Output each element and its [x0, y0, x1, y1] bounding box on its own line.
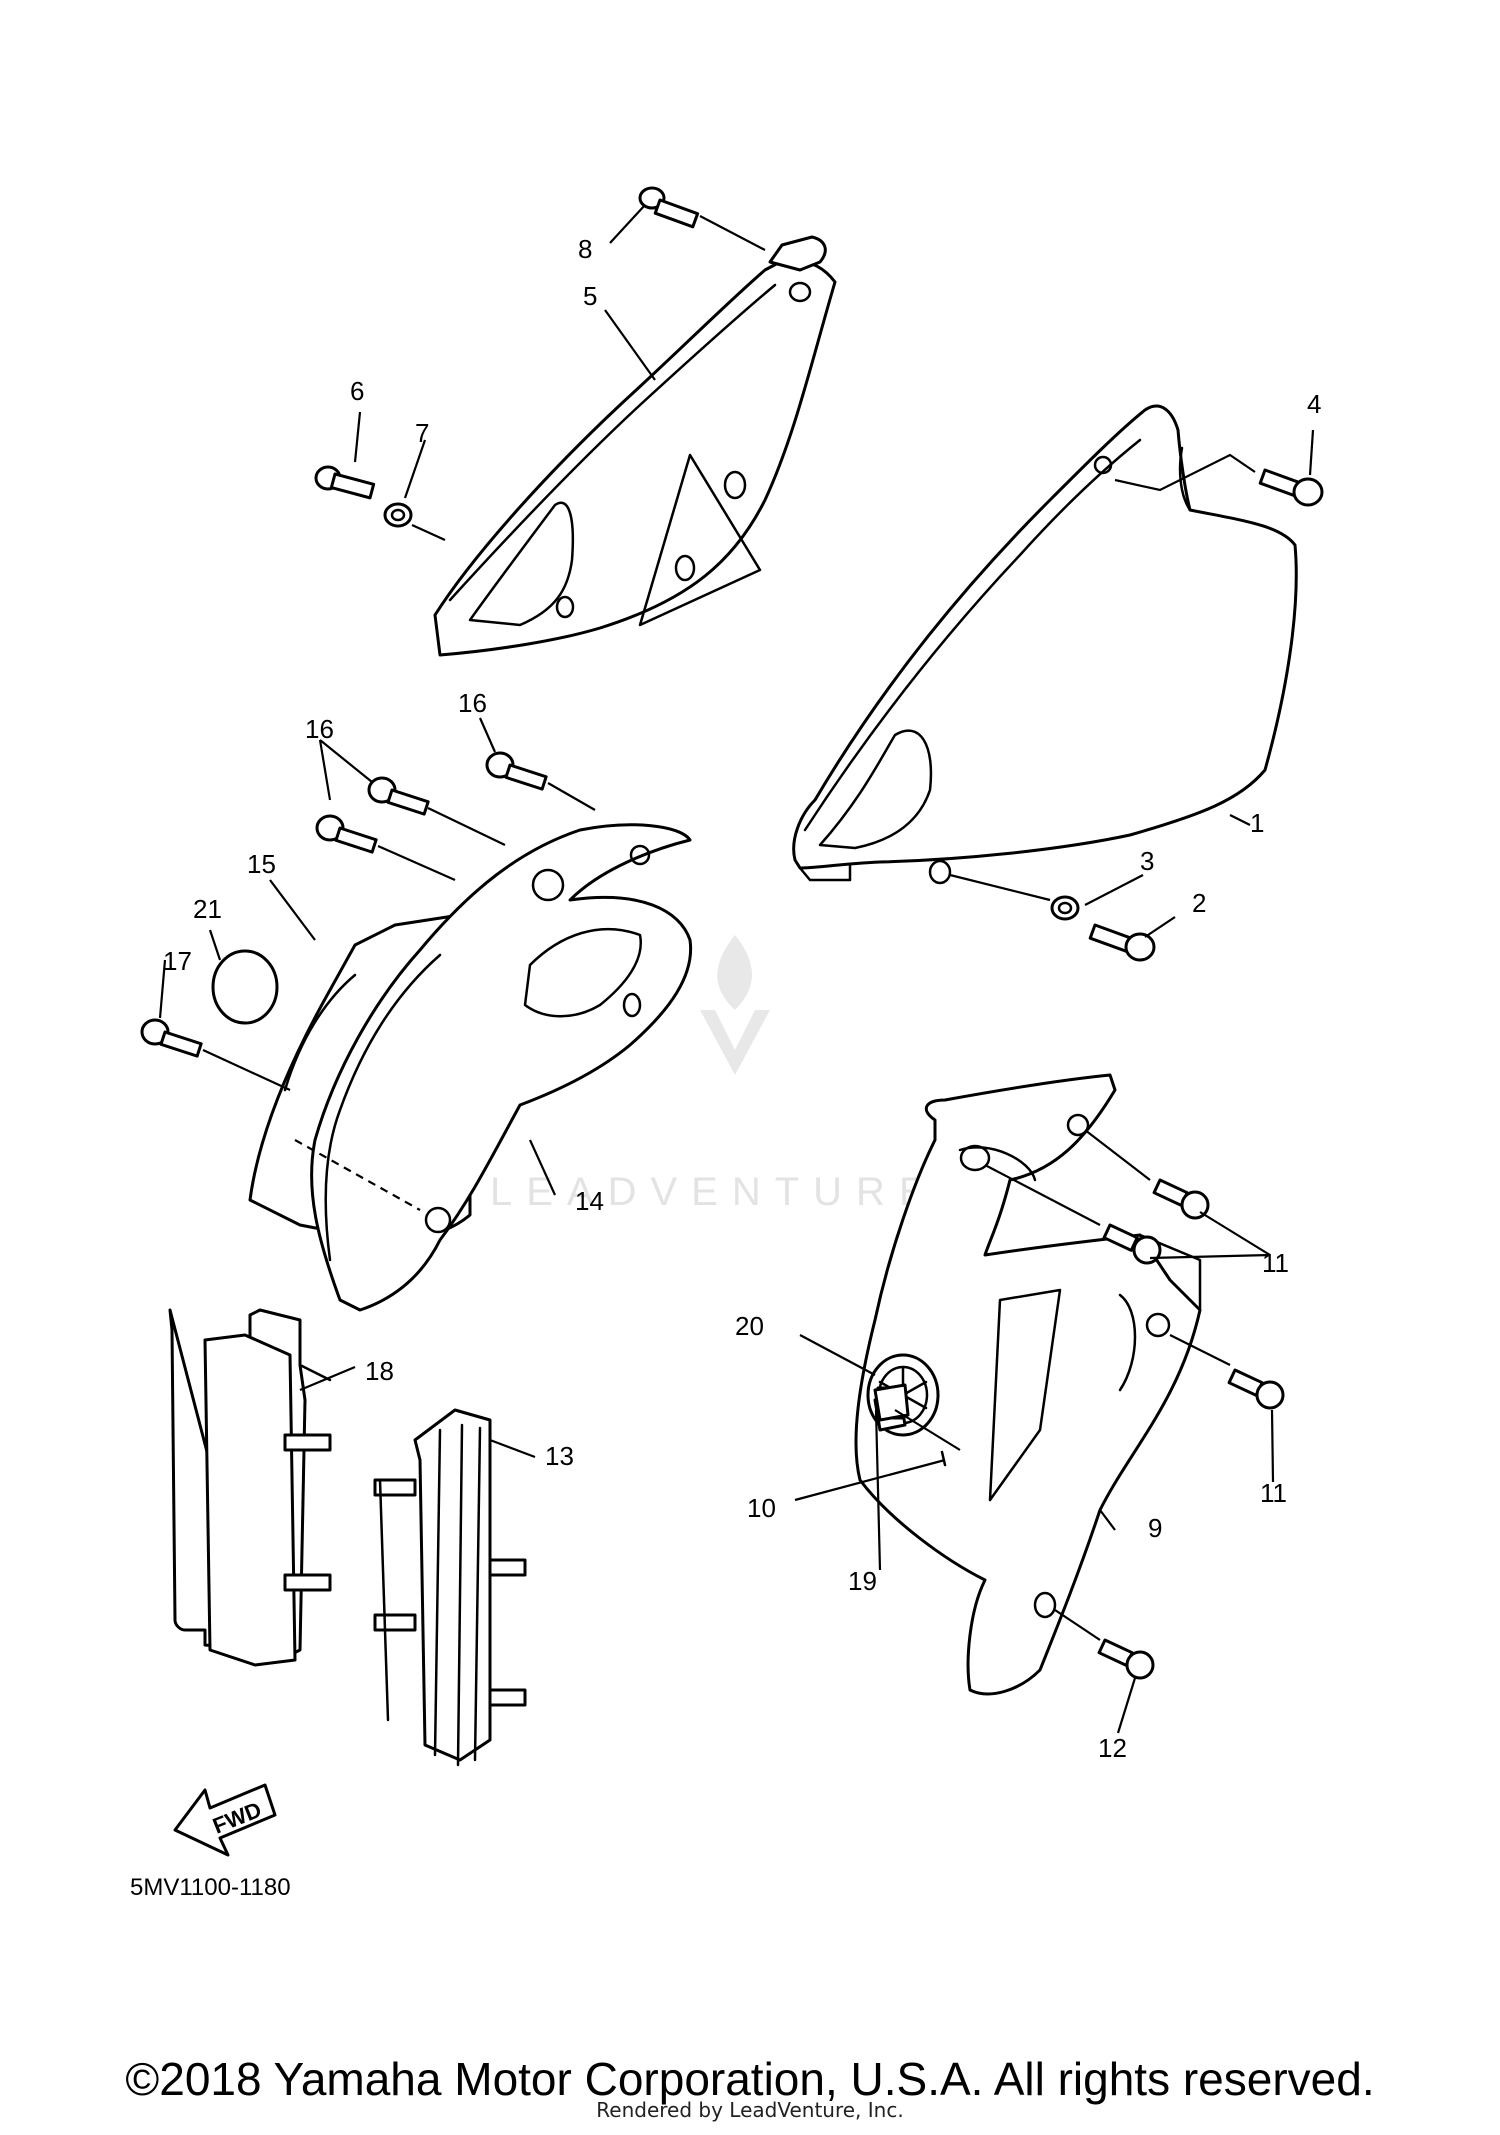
- copyright-notice: ©2018 Yamaha Motor Corporation, U.S.A. A…: [125, 2053, 1375, 2105]
- callout-17: 17: [163, 946, 192, 976]
- callout-5: 5: [583, 281, 597, 311]
- callout-1: 1: [1250, 808, 1264, 838]
- part-11-bolt-c[interactable]: [1169, 1334, 1285, 1410]
- part-12-bolt[interactable]: [1054, 1609, 1155, 1680]
- callout-10: 10: [747, 1493, 776, 1523]
- part-16-bolt-b[interactable]: [315, 814, 456, 882]
- part-16-bolt-c[interactable]: [485, 751, 596, 811]
- part-8-bolt[interactable]: [638, 186, 766, 251]
- part-7-collar[interactable]: [383, 502, 446, 542]
- callout-13: 13: [545, 1441, 574, 1471]
- part-10-label-point: [940, 1450, 947, 1467]
- part-13-louver[interactable]: [373, 1408, 527, 1767]
- callout-11b: 11: [1260, 1478, 1287, 1508]
- part-9-shroud[interactable]: [854, 1073, 1202, 1696]
- callout-16a: 16: [305, 714, 334, 744]
- callout-labels: 1 2 3 4 5 6 7 8 9 10 11 11 12 13 14 15 1…: [163, 234, 1321, 1763]
- callout-15: 15: [247, 849, 276, 879]
- part-6-bolt[interactable]: [314, 465, 376, 500]
- part-1-side-cover[interactable]: [792, 404, 1298, 885]
- callout-21: 21: [193, 894, 222, 924]
- part-18-radiator-guard[interactable]: [168, 1308, 332, 1667]
- part-2-bolt[interactable]: [1088, 923, 1156, 962]
- watermark-text: LEADVENTURE: [490, 1170, 940, 1214]
- part-19-clip-body[interactable]: [873, 1383, 961, 1451]
- callout-16b: 16: [458, 688, 487, 718]
- callout-6: 6: [350, 376, 364, 406]
- leadventure-watermark: LEADVENTURE: [490, 935, 940, 1214]
- callout-14: 14: [575, 1186, 604, 1216]
- callout-4: 4: [1307, 389, 1321, 419]
- part-21-emblem[interactable]: [211, 949, 279, 1025]
- callout-9: 9: [1148, 1513, 1162, 1543]
- callout-19: 19: [848, 1566, 877, 1596]
- callout-leaders: [158, 204, 1315, 1734]
- callout-2: 2: [1192, 888, 1206, 918]
- part-5-side-cover[interactable]: [433, 235, 837, 657]
- part-11-bolt-a[interactable]: [1084, 1129, 1210, 1220]
- callout-18: 18: [365, 1356, 394, 1386]
- part-3-washer[interactable]: [949, 873, 1080, 921]
- part-14-shroud[interactable]: [294, 823, 693, 1312]
- callout-20: 20: [735, 1311, 764, 1341]
- callout-3: 3: [1140, 846, 1154, 876]
- rendered-by-note: Rendered by LeadVenture, Inc.: [596, 2098, 904, 2122]
- diagram-code: 5MV1100-1180: [130, 1874, 291, 1901]
- part-16-bolt-a[interactable]: [367, 776, 506, 846]
- callout-12: 12: [1098, 1733, 1127, 1763]
- part-17-bolt[interactable]: [140, 1018, 291, 1091]
- callout-11a: 11: [1262, 1248, 1289, 1278]
- fwd-arrow-icon: FWD: [173, 1783, 277, 1857]
- part-4-bolt[interactable]: [1114, 453, 1324, 507]
- callout-8: 8: [578, 234, 592, 264]
- part-11-bolt-b[interactable]: [984, 1164, 1162, 1265]
- callout-7: 7: [415, 418, 429, 448]
